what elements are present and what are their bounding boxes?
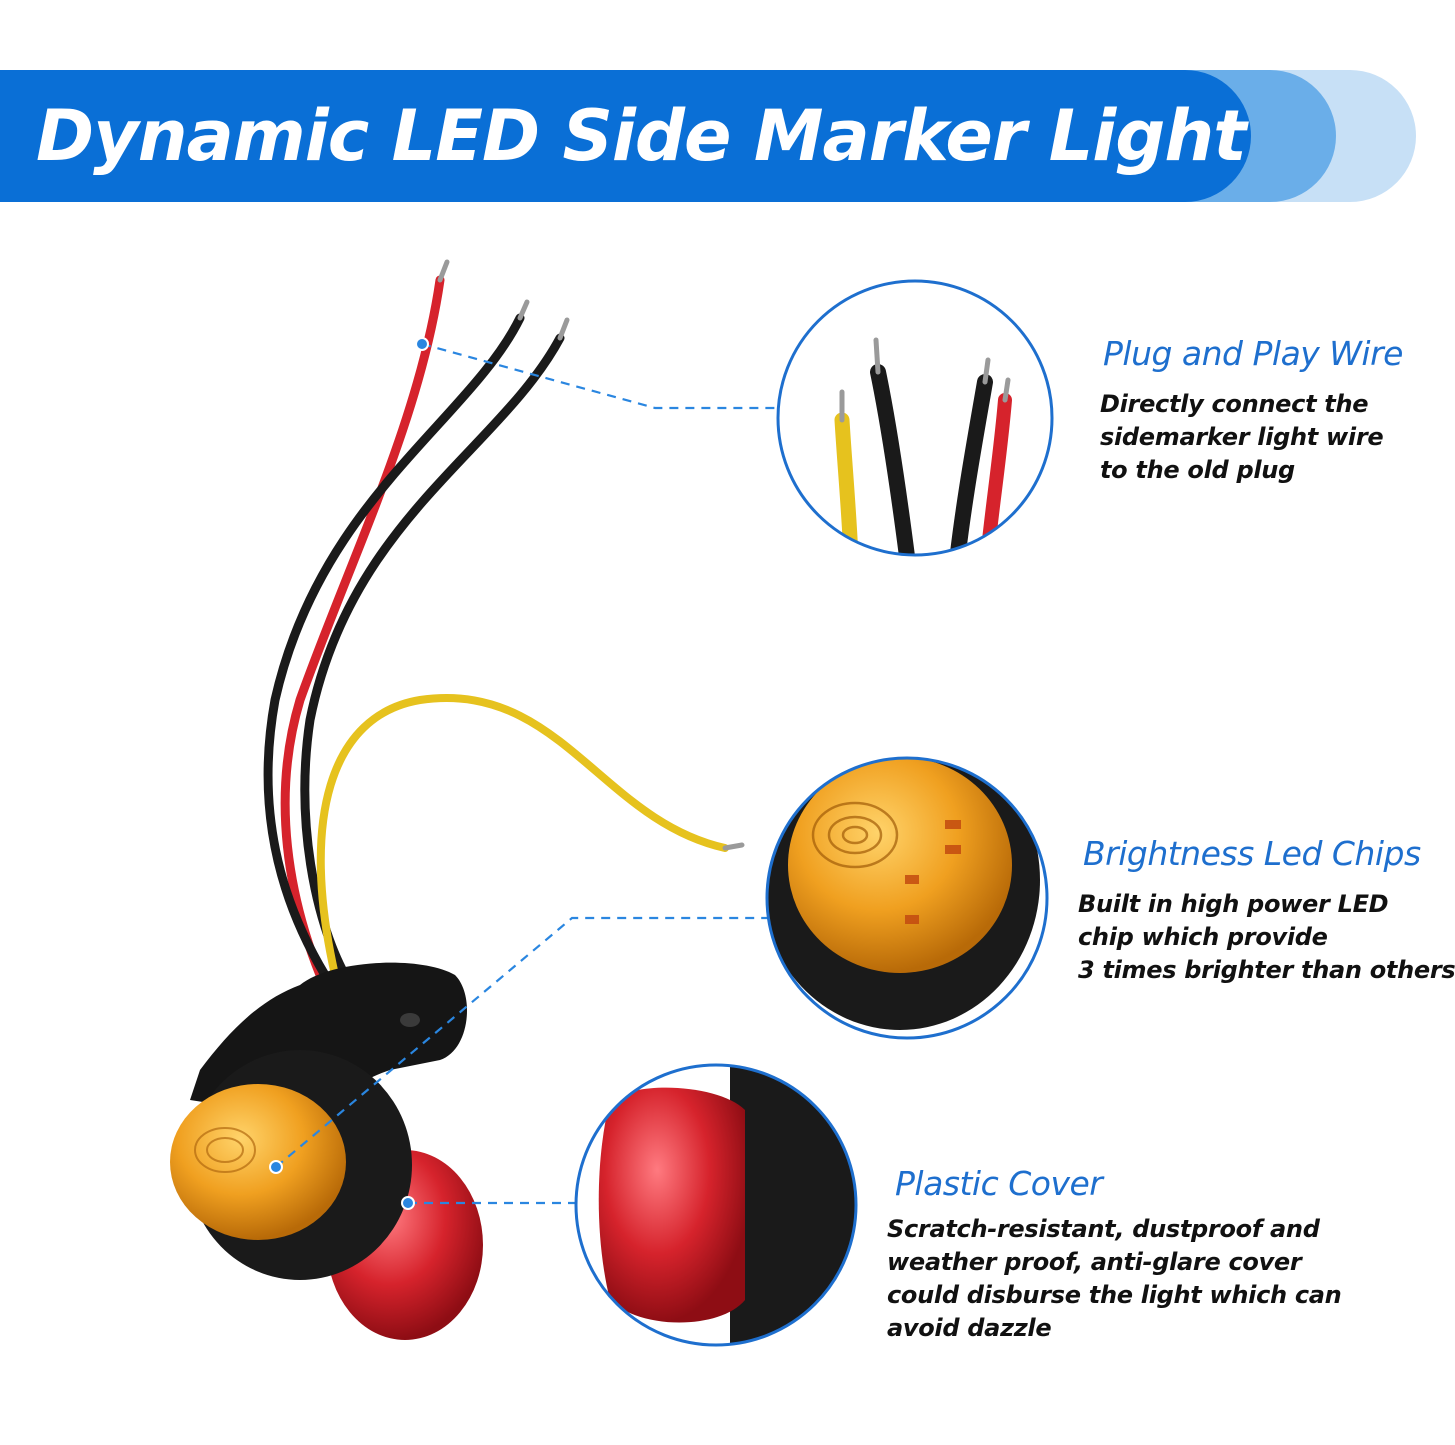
detail-circle-led-chips bbox=[765, 756, 1049, 1040]
yellow-wire bbox=[316, 694, 729, 979]
feature-desc-plastic-cover: Scratch-resistant, dustproof and weather… bbox=[887, 1213, 1342, 1345]
black-wire-1 bbox=[263, 313, 525, 980]
banner-main bbox=[0, 70, 1251, 202]
feature-desc-led-chips: Built in high power LED chip which provi… bbox=[1078, 888, 1455, 987]
feature-title-plastic-cover: Plastic Cover bbox=[895, 1164, 1103, 1203]
desc-line: to the old plug bbox=[1100, 456, 1295, 484]
desc-line: chip which provide bbox=[1078, 923, 1328, 951]
bracket-hole bbox=[400, 1013, 420, 1027]
feature-title-wire: Plug and Play Wire bbox=[1103, 334, 1403, 373]
amber-lens-ring bbox=[194, 1127, 256, 1173]
red-wire bbox=[280, 275, 445, 980]
desc-line: Scratch-resistant, dustproof and bbox=[887, 1215, 1320, 1243]
desc-line: sidemarker light wire bbox=[1100, 423, 1384, 451]
amber-lens bbox=[170, 1084, 346, 1240]
detail-circle-plastic-cover bbox=[574, 1063, 858, 1347]
main-wires bbox=[263, 275, 729, 980]
callout-dots bbox=[269, 337, 429, 1210]
desc-line: Directly connect the bbox=[1100, 390, 1369, 418]
desc-line: could disburse the light which can bbox=[887, 1281, 1342, 1309]
feature-title-led-chips: Brightness Led Chips bbox=[1083, 834, 1421, 873]
desc-line: weather proof, anti-glare cover bbox=[887, 1248, 1302, 1276]
title-banner bbox=[0, 70, 1416, 202]
desc-line: avoid dazzle bbox=[887, 1314, 1052, 1342]
page-title: Dynamic LED Side Marker Light bbox=[36, 95, 1247, 177]
desc-line: 3 times brighter than others bbox=[1078, 956, 1455, 984]
detail-circle-wires bbox=[776, 279, 1054, 557]
desc-line: Built in high power LED bbox=[1078, 890, 1389, 918]
feature-desc-wire: Directly connect the sidemarker light wi… bbox=[1100, 388, 1384, 487]
wire-tips bbox=[437, 259, 745, 851]
callout-leaders bbox=[275, 342, 778, 1205]
black-wire-2 bbox=[300, 333, 565, 980]
